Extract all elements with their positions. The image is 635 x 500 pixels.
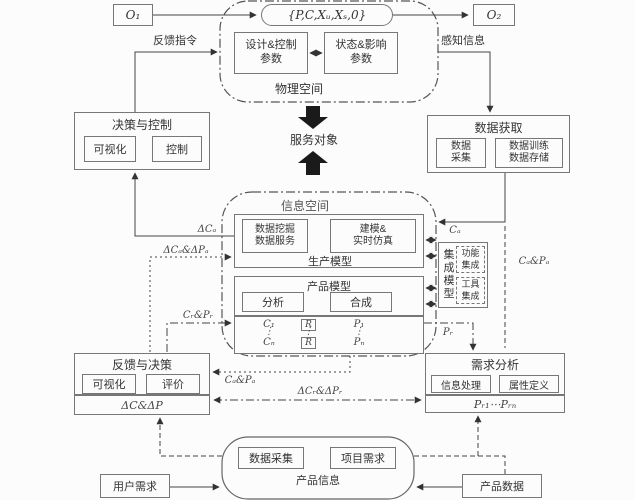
o1-node: O₁ (113, 4, 153, 26)
formula-label: {P,C,Xᵤ,Xₛ,0} (287, 8, 367, 22)
delta-cr-pr-label: ΔCᵣ&ΔPᵣ (297, 386, 343, 397)
delta-c-p-strip: ΔC&ΔP (74, 395, 210, 415)
design-control-params-label: 设计&控制 参数 (245, 39, 297, 65)
formula-node: {P,C,Xᵤ,Xₛ,0} (261, 4, 393, 26)
delta-ca-pa-label: ΔCₐ&ΔPₐ (163, 245, 209, 256)
bottom-data-collect-label: 数据采集 (249, 453, 293, 465)
connector-ca (438, 173, 506, 226)
connector-productinfo-to-demand (414, 415, 482, 457)
function-integration-label: 功能 集成 (461, 248, 480, 270)
user-demand-box: 用户需求 (100, 474, 170, 498)
visualization-label: 可视化 (93, 144, 127, 156)
connector-sense-info (438, 51, 494, 113)
r-upper-box: R (301, 319, 316, 331)
product-info-container-border (221, 436, 415, 500)
c-dots: ⋮ (264, 326, 274, 337)
bottom-data-collect-box: 数据采集 (238, 447, 304, 469)
mining-service-label: 数据挖掘 数据服务 (255, 223, 295, 248)
connector-pr (424, 322, 477, 351)
service-object-up-arrow (298, 151, 328, 175)
p-dots: ⋮ (354, 326, 364, 337)
cn-label: Cₙ (263, 337, 275, 348)
attribute-definition-box: 属性定义 (499, 375, 559, 393)
visualization-box: 可视化 (84, 136, 136, 162)
state-influence-params-label: 状态&影响 参数 (335, 39, 387, 65)
r-lower-label: R (305, 338, 312, 348)
service-object-label: 服务对象 (289, 133, 338, 147)
connector-cr-pr (166, 319, 232, 352)
info-processing-box: 信息处理 (431, 375, 491, 393)
user-demand-label: 用户需求 (113, 481, 157, 493)
control-box: 控制 (152, 136, 202, 162)
tool-integration-label: 工具 集成 (461, 279, 480, 301)
ca-pa-bottom-label: Cₐ&Pₐ (224, 375, 256, 386)
o2-label: O₂ (486, 8, 502, 22)
data-acquisition-title: 数据获取 (474, 121, 523, 135)
modeling-simulation-label: 建模& 实时仿真 (353, 223, 393, 248)
r-dots: ⋮ (303, 326, 314, 337)
synthesis-box: 合成 (330, 292, 392, 312)
design-control-params-box: 设计&控制 参数 (234, 32, 308, 74)
data-train-store-box: 数据训练 数据存储 (495, 138, 563, 168)
p1-label: P₁ (353, 319, 365, 330)
service-object-down-arrow (298, 106, 328, 129)
product-model-title: 产品模型 (307, 281, 351, 293)
pr-range-strip: Pᵣ₁⋯Pᵣₙ (425, 395, 565, 413)
product-data-label: 产品数据 (480, 481, 524, 493)
project-demand-label: 项目需求 (341, 453, 385, 465)
evaluation-box: 评价 (146, 374, 200, 394)
tool-integration-box: 工具 集成 (456, 277, 485, 304)
product-info-title: 产品信息 (296, 475, 340, 487)
function-integration-box: 功能 集成 (456, 246, 485, 273)
feedback-visualization-box: 可视化 (82, 374, 136, 394)
project-demand-box: 项目需求 (330, 447, 396, 469)
cr-pr-label: Cᵣ&Pᵣ (182, 310, 214, 321)
pr-label: Pᵣ (442, 327, 454, 338)
o2-node: O₂ (473, 4, 515, 26)
ca-pa-right-label: Cₐ&Pₐ (518, 256, 550, 267)
mining-service-box: 数据挖掘 数据服务 (242, 219, 308, 253)
production-model-title: 生产模型 (308, 256, 352, 268)
c1-label: C₁ (263, 319, 275, 330)
info-processing-label: 信息处理 (441, 380, 481, 392)
integration-model-title: 集成模型 (443, 249, 455, 300)
connector-feedback-command (134, 48, 218, 112)
physical-space-title: 物理空间 (274, 82, 323, 96)
decision-control-title: 决策与控制 (111, 118, 172, 132)
delta-c-p-label: ΔC&ΔP (121, 398, 163, 412)
data-collect-label: 数据 采集 (451, 140, 471, 165)
data-collect-box: 数据 采集 (436, 138, 486, 168)
o1-label: O₁ (125, 8, 141, 22)
modeling-simulation-box: 建模& 实时仿真 (330, 219, 416, 253)
info-space-container-border (221, 191, 437, 357)
pr-range-label: Pᵣ₁⋯Pᵣₙ (473, 397, 517, 411)
connector-productdata-spur (478, 455, 506, 474)
attribute-definition-label: 属性定义 (509, 380, 549, 392)
evaluation-label: 评价 (162, 379, 184, 391)
connector-productinfo-to-feedback (156, 417, 222, 457)
cp-mapping-box (234, 316, 424, 354)
pn-label: Pₙ (353, 337, 365, 348)
ca-label: Cₐ (449, 225, 461, 236)
feedback-command-label: 反馈指令 (153, 35, 197, 47)
sense-info-label: 感知信息 (441, 35, 485, 47)
r-lower-box: R (301, 337, 316, 349)
control-label: 控制 (166, 144, 188, 156)
connector-ca-pa-feedback (212, 356, 351, 376)
analysis-box: 分析 (242, 292, 304, 312)
r-upper-label: R (305, 320, 312, 330)
connector-delta-ca (131, 172, 234, 237)
feedback-visualization-label: 可视化 (92, 379, 126, 391)
analysis-label: 分析 (262, 297, 284, 309)
feedback-decision-title: 反馈与决策 (111, 358, 172, 372)
state-influence-params-box: 状态&影响 参数 (324, 32, 398, 74)
delta-ca-label: ΔCₐ (197, 224, 217, 235)
synthesis-label: 合成 (350, 297, 372, 309)
info-space-title: 信息空间 (280, 199, 329, 213)
integration-arrows (425, 236, 437, 308)
product-data-box: 产品数据 (462, 474, 542, 498)
connector-delta-ca-pa (149, 253, 232, 352)
data-train-store-label: 数据训练 数据存储 (509, 140, 549, 165)
demand-analysis-title: 需求分析 (470, 358, 519, 372)
